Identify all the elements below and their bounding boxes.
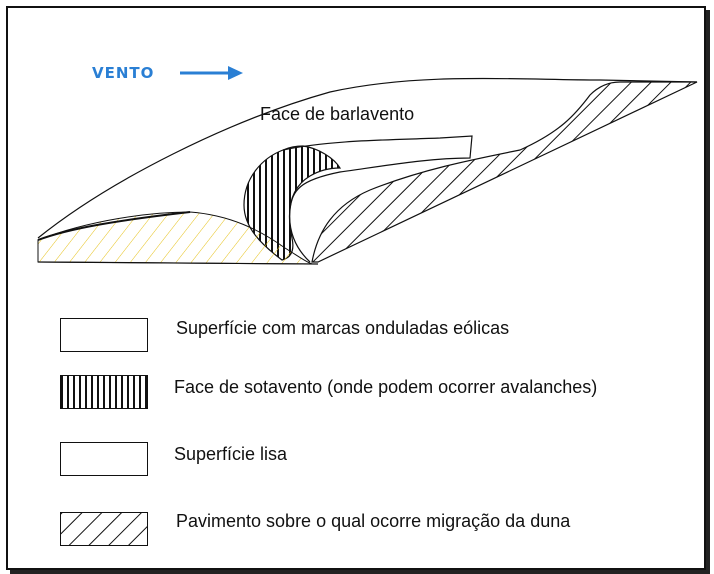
- dune-windward-outline: [37, 77, 698, 239]
- windward-face-label: Face de barlavento: [260, 104, 415, 124]
- legend-swatch-leeward: [60, 375, 148, 409]
- legend-swatch-leeward-fill: [61, 376, 147, 408]
- arrow-right-icon: [180, 66, 243, 80]
- windward-base-area: [37, 211, 313, 265]
- legend-swatch-pavement: [60, 512, 148, 546]
- ground-line: [37, 261, 319, 265]
- leeward-face-area: [243, 145, 342, 261]
- wind-label: VENTO: [92, 64, 155, 82]
- legend-swatch-smooth: [60, 442, 148, 476]
- windward-base-upper-line: [37, 211, 191, 241]
- legend-swatch-rippled: [60, 318, 148, 352]
- legend-text-leeward: Face de sotavento (onde podem ocorrer av…: [174, 377, 598, 397]
- legend-text-pavement: Pavimento sobre o qual ocorre migração d…: [176, 511, 571, 531]
- legend-swatch-pavement-fill: [61, 513, 147, 545]
- pavement-area: [311, 81, 698, 263]
- legend-text-smooth: Superfície lisa: [174, 444, 288, 464]
- legend-text-rippled: Superfície com marcas onduladas eólicas: [176, 318, 510, 338]
